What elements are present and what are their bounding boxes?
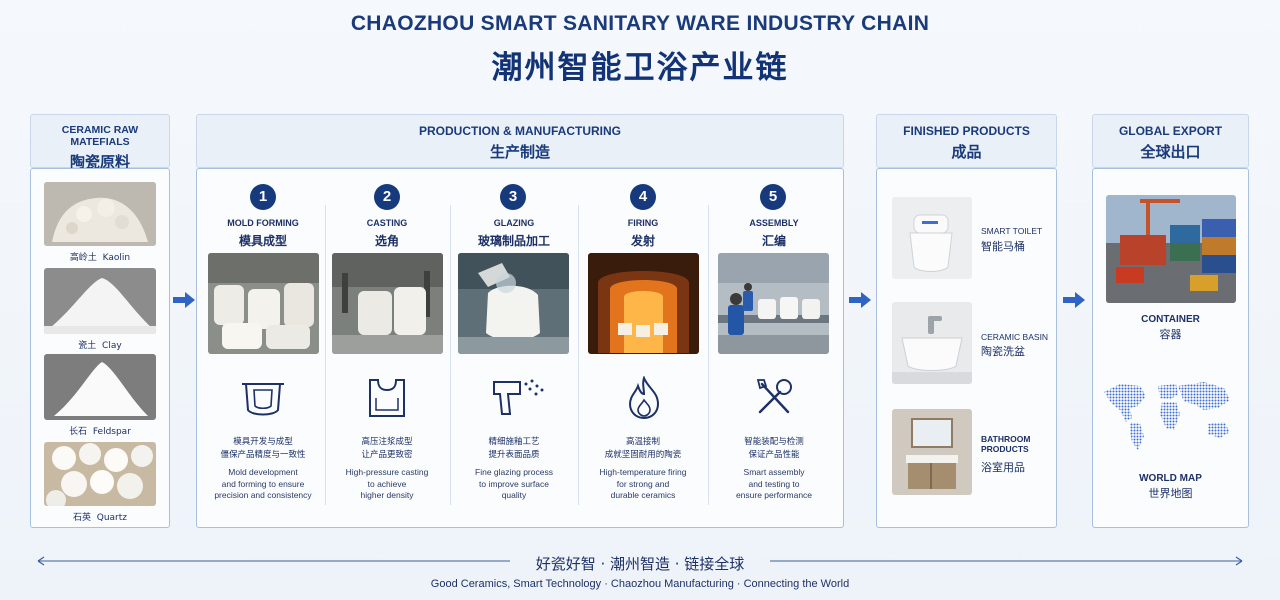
step-2-title-en: CASTING (366, 218, 408, 228)
casting-icon (369, 379, 405, 417)
step-1-title-zh: 模具成型 (238, 234, 287, 248)
step-3-title-en: GLAZING (493, 218, 535, 228)
export-title-en: GLOBAL EXPORT (1118, 124, 1223, 138)
flow-arrow-icon (1063, 292, 1085, 308)
flow-arrow-icon (849, 292, 871, 308)
clay-label: 瓷土 Clay (78, 341, 122, 351)
step-3-desc-zh: 精细施釉工艺提升表面品质 (488, 437, 540, 460)
step-1-desc-zh: 模具开发与成型僵保产品精度与一致性 (220, 437, 306, 460)
raw-materials-header: CERAMIC RAW MATEFIALS 陶瓷原料 (30, 114, 170, 171)
ceramic-basin-label-en: CERAMIC BASIN (981, 332, 1049, 342)
ceramic-basin-label-zh: 陶瓷洗盆 (981, 345, 1025, 358)
mold-forming-image (208, 253, 319, 354)
finished-products-header: FINISHED PRODUCTS 成品 (876, 114, 1057, 168)
container-label-zh: 容器 (1159, 328, 1182, 341)
tools-icon (756, 379, 792, 414)
container-label: CONTAINER 容器 (1092, 314, 1249, 342)
firing-kiln-image (588, 253, 699, 354)
glazing-image (458, 253, 569, 354)
production-title-zh: 生产制造 (489, 143, 550, 161)
step-5-title-zh: 汇编 (761, 234, 786, 248)
step-2-title-zh: 选角 (374, 234, 399, 248)
world-map-icon (1104, 382, 1230, 450)
production-title-en: PRODUCTION & MANUFACTURING (419, 124, 621, 138)
step-2-desc-zh: 高压注浆成型让产品更致密 (361, 437, 413, 460)
world-map-label-zh: 世界地图 (1148, 487, 1193, 500)
feldspar-label: 长石 Feldspar (69, 427, 131, 437)
bathroom-products-label-zh: 浴室用品 (981, 461, 1025, 474)
step-divider (578, 205, 579, 505)
flame-icon (628, 376, 660, 420)
footer-slogan-en: Good Ceramics, Smart Technology · Chaozh… (430, 578, 850, 590)
quartz-label: 石英 Quartz (72, 513, 127, 523)
feldspar-image (44, 354, 156, 420)
step-4-title-zh: 发射 (630, 234, 655, 248)
smart-toilet-label-en: SMART TOILET (981, 226, 1043, 236)
container-port-image (1106, 195, 1236, 303)
ceramic-basin-image (892, 302, 972, 384)
step-4-title-en: FIRING (627, 218, 659, 228)
step-divider (450, 205, 451, 505)
step-5-desc-zh: 智能装配与检测保证产品性能 (744, 437, 804, 460)
finished-title-zh: 成品 (951, 143, 982, 161)
step-divider (708, 205, 709, 505)
step-4-desc-zh: 高温接制成就坚固耐用的陶瓷 (604, 437, 682, 460)
step-2-number: 2 (374, 184, 400, 210)
kaolin-image (44, 182, 156, 246)
casting-image (332, 253, 443, 354)
title-chinese: 潮州智能卫浴产业链 (491, 50, 789, 86)
container-label-en: CONTAINER (1141, 314, 1200, 325)
raw-materials-title-en: CERAMIC RAW MATEFIALS (61, 124, 139, 148)
step-4-number: 4 (630, 184, 656, 210)
mold-icon (242, 383, 284, 416)
production-header: PRODUCTION & MANUFACTURING 生产制造 (196, 114, 844, 168)
step-divider (325, 205, 326, 505)
clay-image (44, 268, 156, 334)
export-title-zh: 全球出口 (1140, 143, 1201, 161)
step-1-number: 1 (250, 184, 276, 210)
raw-materials-title-zh: 陶瓷原料 (69, 153, 130, 171)
kaolin-label: 高岭土 Kaolin (69, 253, 131, 263)
step-5-title-en: ASSEMBLY (749, 218, 799, 228)
bathroom-products-image (892, 409, 972, 495)
spray-gun-icon (493, 379, 544, 415)
world-map-label: WORLD MAP 世界地图 (1092, 473, 1249, 501)
step-5-number: 5 (760, 184, 786, 210)
step-3-title-zh: 玻璃制品加工 (477, 234, 550, 248)
step-1-title-en: MOLD FORMING (227, 218, 299, 228)
smart-toilet-label-zh: 智能马桶 (981, 240, 1025, 253)
world-map-label-en: WORLD MAP (1139, 473, 1202, 484)
global-export-header: GLOBAL EXPORT 全球出口 (1092, 114, 1249, 168)
footer-slogan-zh: 好瓷好智 · 潮州智造 · 链接全球 (535, 555, 745, 573)
assembly-line-image (718, 253, 829, 354)
quartz-image (44, 442, 156, 506)
flow-arrow-icon (173, 292, 195, 308)
smart-toilet-image (892, 197, 972, 279)
finished-title-en: FINISHED PRODUCTS (903, 124, 1030, 138)
footer-double-arrow-line (37, 556, 1243, 566)
title-english: CHAOZHOU SMART SANITARY WARE INDUSTRY CH… (350, 12, 930, 35)
step-3-number: 3 (500, 184, 526, 210)
